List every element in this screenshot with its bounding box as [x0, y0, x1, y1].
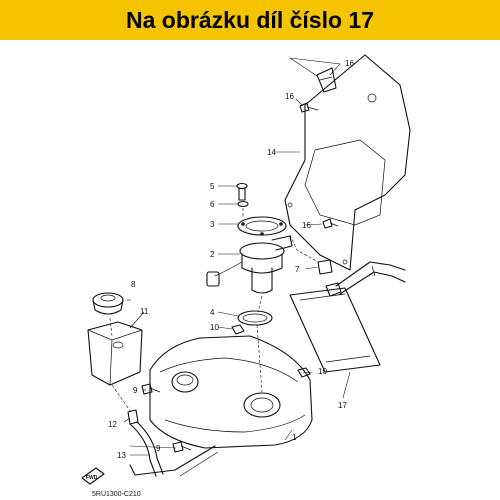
- fuel-tank-part: [129, 335, 313, 477]
- callout-13: 13: [117, 451, 126, 460]
- fuel-cap-part: [92, 292, 124, 315]
- bolt-part: [236, 182, 248, 201]
- callout-16-lower: 16: [302, 221, 311, 230]
- callout-5: 5: [210, 182, 215, 191]
- title-text: Na obrázku díl číslo 17: [126, 6, 374, 33]
- joint-part: [127, 409, 139, 425]
- leader-lines: [109, 57, 351, 456]
- callout-10-right: 10: [318, 367, 327, 376]
- hose-fitting: [317, 259, 406, 297]
- callout-10-left: 10: [210, 323, 219, 332]
- washer-part: [237, 200, 249, 208]
- label-part-17: [289, 287, 381, 373]
- callout-3: 3: [210, 220, 215, 229]
- screw-lower: [322, 218, 339, 229]
- nut-right: [297, 367, 311, 378]
- callout-2: 2: [210, 250, 215, 259]
- fwd-arrow-icon: FWD: [81, 467, 105, 485]
- nut-left: [231, 324, 245, 335]
- callout-15: 16: [345, 59, 354, 68]
- drain-hose-part: [129, 421, 164, 477]
- bolt-9-lower: [172, 441, 192, 453]
- callout-16-upper: 16: [285, 92, 294, 101]
- callout-17: 17: [338, 401, 347, 410]
- pump-bracket: [237, 216, 287, 236]
- callout-12: 12: [108, 420, 117, 429]
- clip-part: [316, 67, 337, 93]
- callout-7: 7: [295, 265, 300, 274]
- callout-8: 8: [131, 280, 136, 289]
- fuel-pump-assembly: [206, 235, 293, 294]
- diagram-code: 5RU1300-C210: [92, 491, 141, 498]
- title-banner: Na obrázku díl číslo 17: [0, 0, 500, 40]
- screw-upper: [299, 102, 319, 113]
- callout-numbers: 16 16 14 5 6 3 16 2 7 8 4 11 10 10 9 17 …: [108, 59, 354, 460]
- fwd-label: FWD: [86, 475, 98, 481]
- callout-6: 6: [210, 200, 215, 209]
- callout-1: 1: [292, 433, 297, 442]
- callout-9-lower: 9: [156, 444, 161, 453]
- callout-4: 4: [210, 308, 215, 317]
- callout-9-upper: 9: [133, 386, 138, 395]
- o-ring-part: [237, 310, 273, 326]
- filler-tray-part: [87, 321, 143, 386]
- callout-11: 11: [140, 307, 149, 316]
- side-cover-panel: [284, 54, 411, 271]
- bolt-9-upper: [141, 383, 161, 395]
- callout-14: 14: [267, 148, 276, 157]
